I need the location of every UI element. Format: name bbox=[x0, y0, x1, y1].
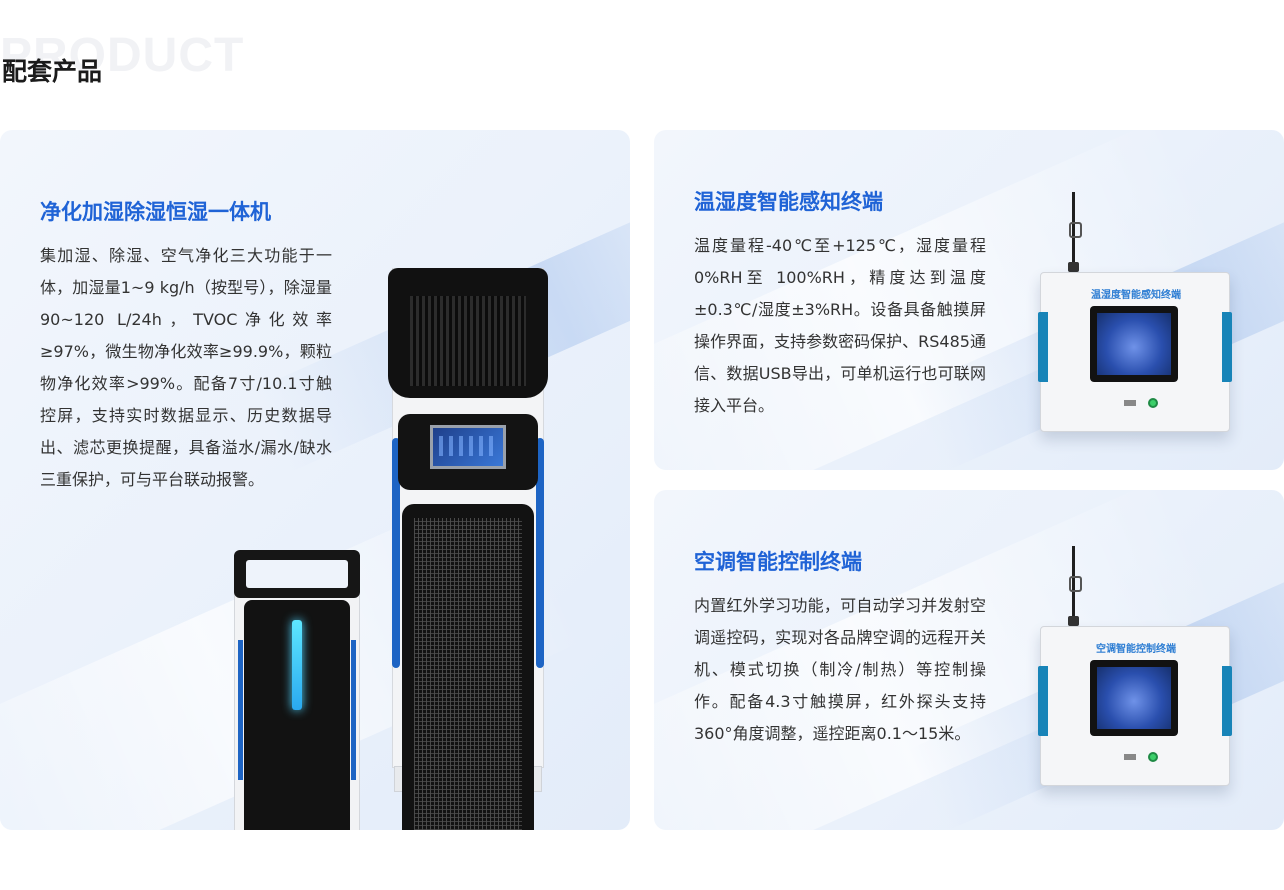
product-card-th-sensor[interactable]: 温湿度智能感知终端 温度量程-40℃至+125℃，湿度量程0%RH至 100%R… bbox=[654, 130, 1284, 470]
product-description: 内置红外学习功能，可自动学习并发射空调遥控码，实现对各品牌空调的远程开关机、模式… bbox=[694, 596, 986, 743]
device-label: 温湿度智能感知终端 bbox=[1091, 290, 1181, 301]
product-description: 集加湿、除湿、空气净化三大功能于一体，加湿量1~9 kg/h（按型号），除湿量9… bbox=[40, 246, 332, 489]
power-button-icon bbox=[1148, 398, 1158, 408]
section-watermark: PRODUCT bbox=[0, 29, 245, 82]
product-title: 温湿度智能感知终端 bbox=[694, 190, 883, 214]
humidifier-cabinet-image bbox=[388, 268, 548, 830]
ac-terminal-image: 空调智能控制终端 bbox=[1038, 546, 1234, 796]
section-title: 配套产品 bbox=[2, 57, 103, 86]
sensor-terminal-image: 温湿度智能感知终端 bbox=[1038, 192, 1234, 442]
product-title: 空调智能控制终端 bbox=[694, 550, 862, 574]
product-description: 温度量程-40℃至+125℃，湿度量程0%RH至 100%RH，精度达到温度±0… bbox=[694, 236, 986, 415]
touch-screen-icon bbox=[1090, 660, 1178, 736]
product-card-humidity-unit[interactable]: 净化加湿除湿恒湿一体机 集加湿、除湿、空气净化三大功能于一体，加湿量1~9 kg… bbox=[0, 130, 630, 830]
dehumidifier-image bbox=[232, 550, 362, 830]
product-title: 净化加湿除湿恒湿一体机 bbox=[40, 200, 271, 224]
power-button-icon bbox=[1148, 752, 1158, 762]
antenna-icon bbox=[1068, 546, 1082, 626]
product-card-ac-controller[interactable]: 空调智能控制终端 内置红外学习功能，可自动学习并发射空调遥控码，实现对各品牌空调… bbox=[654, 490, 1284, 830]
antenna-icon bbox=[1068, 192, 1082, 272]
touch-screen-icon bbox=[430, 425, 506, 469]
device-label: 空调智能控制终端 bbox=[1096, 644, 1176, 655]
touch-screen-icon bbox=[1090, 306, 1178, 382]
